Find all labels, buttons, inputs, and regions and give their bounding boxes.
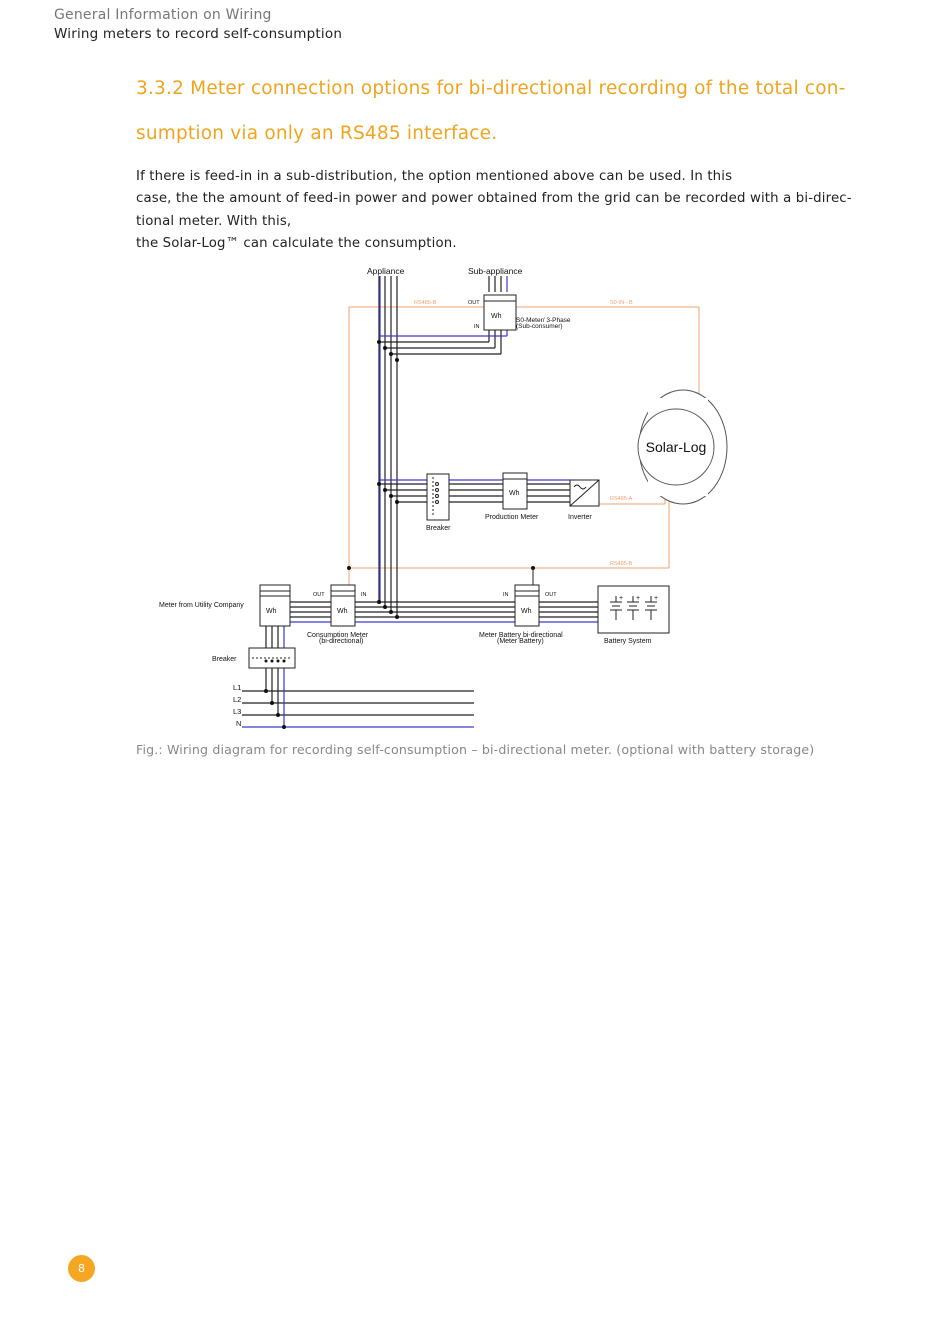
- section-heading: 3.3.2 Meter connection options for bi-di…: [136, 66, 876, 156]
- breaker-contact: [270, 659, 274, 663]
- wiring-diagram: Wh OUT IN S0-Meter/ 3-Phase (Sub-consume…: [159, 266, 728, 729]
- junction-dot: [347, 566, 351, 570]
- battery-meter-label-2: (Meter Battery): [497, 638, 544, 645]
- wh-label: Wh: [337, 608, 348, 615]
- meter-box: [514, 584, 540, 627]
- junction-dot: [377, 482, 381, 486]
- body-line: If there is feed-in in a sub-distributio…: [136, 169, 733, 184]
- grid-breaker-label: Breaker: [212, 656, 237, 663]
- consumption-meter-label-1: Consumption Meter: [307, 632, 369, 639]
- breaker-contact: [282, 659, 286, 663]
- consumption-meter: Wh: [330, 584, 356, 627]
- breaker-contact: [435, 488, 439, 492]
- s0-meter-label-1: S0-Meter/ 3-Phase: [516, 317, 571, 324]
- breaker-contact: [435, 482, 439, 486]
- s0-in-b-label: S0-IN - B: [610, 300, 633, 306]
- in-label: IN: [361, 592, 367, 598]
- junction-dot: [389, 494, 393, 498]
- breaker-contact: [276, 659, 280, 663]
- battery-meter-label-1: Meter Battery bi-directional: [479, 632, 563, 639]
- body-line: case, the the amount of feed-in power an…: [136, 191, 852, 207]
- breaker-label: Breaker: [426, 525, 451, 532]
- inverter-sine-icon: [573, 484, 587, 490]
- main-bus: [260, 601, 598, 618]
- inverter-label: Inverter: [568, 514, 592, 521]
- junction-dot: [276, 713, 280, 717]
- appliance-label: Appliance: [367, 266, 405, 276]
- production-wiring: [379, 483, 570, 503]
- solar-log-device: Solar-Log: [637, 389, 728, 505]
- junction-dot: [264, 689, 268, 693]
- section-heading-line-2: sumption via only an RS485 interface.: [136, 123, 498, 144]
- rs485-b-label-bottom: RS485-B: [610, 561, 633, 567]
- wh-label: Wh: [521, 608, 532, 615]
- n-label: N: [236, 719, 241, 728]
- junction-dot: [377, 340, 381, 344]
- body-paragraph: If there is feed-in in a sub-distributio…: [136, 166, 866, 256]
- l2-label: L2: [233, 695, 241, 704]
- production-meter: Wh: [502, 472, 528, 510]
- junction-dots: [264, 340, 535, 729]
- utility-meter-label: Meter from Utility Company: [159, 602, 244, 609]
- breaker-contact: [435, 494, 439, 498]
- in-label: IN: [503, 592, 509, 598]
- meter-box: [259, 584, 291, 627]
- out-label: OUT: [545, 592, 557, 598]
- body-line: tional meter. With this,: [136, 213, 292, 229]
- consumption-meter-label-2: (bi-directional): [319, 638, 363, 645]
- junction-dot: [383, 488, 387, 492]
- l3-label: L3: [233, 707, 241, 716]
- solar-log-face: [637, 408, 715, 486]
- battery-system: + + +: [597, 585, 670, 634]
- header-subsection-title: Wiring meters to record self-consumption: [54, 26, 343, 42]
- inverter: [569, 479, 600, 507]
- phase-bus: [378, 276, 398, 617]
- s0-meter-label-2: (Sub-consumer): [516, 323, 563, 330]
- production-breaker: [426, 473, 450, 521]
- breaker-contact: [435, 500, 439, 504]
- junction-dot: [270, 701, 274, 705]
- out-label: OUT: [313, 592, 325, 598]
- meter-box: [330, 584, 356, 627]
- production-meter-label: Production Meter: [485, 514, 539, 521]
- junction-dot: [395, 358, 399, 362]
- wh-label: Wh: [509, 490, 520, 497]
- figure-caption: Fig.: Wiring diagram for recording self-…: [136, 742, 815, 757]
- in-label: IN: [474, 324, 480, 330]
- solar-log-label: Solar-Log: [646, 439, 707, 455]
- junction-dot: [395, 615, 399, 619]
- junction-dot: [389, 610, 393, 614]
- breaker-contact: [264, 659, 268, 663]
- rs485-a-label: RS485-A: [610, 496, 633, 502]
- sub-appliance-label: Sub-appliance: [468, 266, 523, 276]
- inverter-diagonal: [569, 479, 600, 507]
- wh-label: Wh: [491, 313, 502, 320]
- rs485-b-label: RS485-B: [414, 300, 437, 306]
- plus-sign: +: [654, 595, 658, 602]
- junction-dot: [389, 352, 393, 356]
- junction-dot: [383, 346, 387, 350]
- junction-dot: [395, 500, 399, 504]
- plus-sign: +: [619, 595, 623, 602]
- plus-sign: +: [636, 595, 640, 602]
- l1-label: L1: [233, 683, 241, 692]
- junction-dot: [377, 600, 381, 604]
- junction-dot: [383, 605, 387, 609]
- battery-icon: [610, 596, 657, 620]
- wh-label: Wh: [266, 608, 277, 615]
- utility-meter: Wh: [259, 584, 291, 627]
- out-label: OUT: [468, 300, 480, 306]
- battery-system-label: Battery System: [604, 638, 652, 645]
- battery-meter: Wh: [514, 584, 540, 627]
- sub-appliance-wiring: [379, 276, 502, 355]
- header-section-title: General Information on Wiring: [54, 7, 272, 23]
- section-heading-line-1: 3.3.2 Meter connection options for bi-di…: [136, 78, 846, 99]
- body-line: the Solar-Log™ can calculate the consump…: [136, 236, 457, 252]
- grid-breaker: [248, 647, 296, 669]
- sub-consumer-meter: Wh: [483, 294, 517, 331]
- page-number-badge: 8: [68, 1255, 95, 1282]
- junction-dot: [282, 725, 286, 729]
